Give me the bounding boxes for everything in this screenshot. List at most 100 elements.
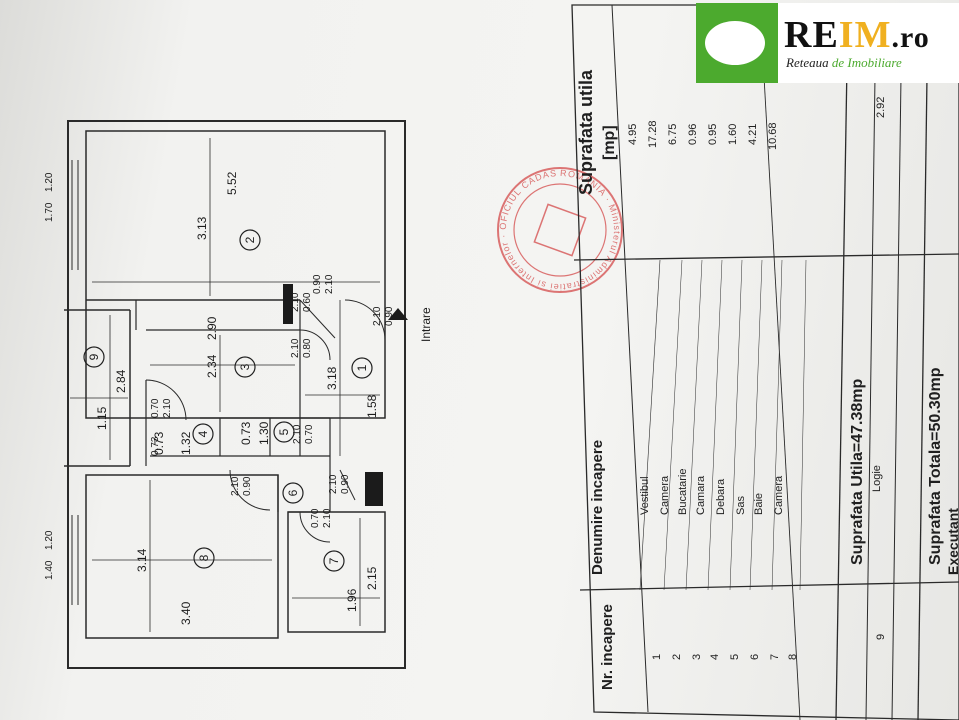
door-3-h: 0.80 (302, 338, 313, 358)
row-5-name: Debara (715, 478, 727, 515)
row-8-nr: 8 (787, 654, 799, 660)
room-8-number: 8 (197, 554, 211, 561)
tagline-part-2: de (831, 55, 848, 70)
official-stamp: ROMANIA · Ministerul Administratiei si I… (0, 0, 623, 293)
row-3-name: Bucatarie (677, 469, 689, 515)
row-2-nr: 2 (671, 654, 683, 660)
door-5-h: 0.70 (304, 424, 315, 444)
room-1-number: 1 (355, 364, 369, 371)
area-table (571, 4, 959, 720)
door-8-h: 2.10 (322, 508, 333, 528)
door-7-h: 0.90 (340, 474, 351, 494)
row-4-name: Camara (695, 475, 707, 515)
dim-r2-d: 3.13 (195, 216, 209, 240)
header-area: Suprafata utila (576, 69, 596, 195)
header-unit: [mp] (601, 125, 618, 160)
dim-r3-d: 2.34 (205, 354, 219, 378)
outer-wall (67, 120, 406, 669)
room-3-number: 3 (238, 363, 252, 370)
row-8-area: 10.68 (767, 122, 779, 150)
room-7-number: 7 (327, 557, 341, 564)
stamp-ring-text: ROMANIA · Ministerul Administratiei si I… (0, 0, 621, 292)
room-4-number: 4 (196, 430, 210, 437)
shaft-block (365, 472, 383, 506)
door-8-w: 0.70 (310, 508, 321, 528)
door-10-h: 0.60 (302, 292, 313, 312)
row-5-area: 0.95 (707, 124, 719, 145)
logo-im: IM (838, 14, 892, 56)
door-10-w: 2.10 (290, 292, 301, 312)
door-4-h: 2.10 (162, 398, 173, 418)
dim-r7-w: 2.15 (365, 566, 379, 590)
entrance-arrow-icon (388, 308, 408, 320)
door-1-w: 0.90 (312, 274, 323, 294)
door-5-w: 2.10 (292, 424, 303, 444)
reim-logo: REIM.ro Reteaua de Imobiliare (696, 3, 959, 83)
dim-r5-d: 0.73 (239, 421, 253, 445)
header-name: Denumire incapere (589, 440, 606, 575)
loggia-nr: 9 (875, 634, 887, 640)
door-2-h: 0.90 (384, 306, 395, 326)
tagline-part-1: Reteaua (786, 55, 832, 70)
row-5-nr: 5 (729, 654, 741, 660)
row-2-area: 17.28 (647, 120, 659, 148)
row-7-nr: 7 (769, 654, 781, 660)
dim-r2-w: 5.52 (225, 171, 239, 195)
grand-total: Suprafata Totala=50.30mp (927, 367, 944, 565)
row-1-nr: 1 (651, 654, 663, 660)
row-6-nr: 6 (749, 654, 761, 660)
win1-bottom: 1.20 (44, 172, 55, 192)
door-3-w: 2.10 (290, 338, 301, 358)
dim-r3-w: 2.90 (205, 316, 219, 340)
door-9-w: 0.73 (150, 436, 161, 456)
row-3-area: 6.75 (667, 124, 679, 145)
dim-r5-w: 1.30 (257, 421, 271, 445)
useful-total: Suprafata Utila=47.38mp (849, 378, 866, 565)
room-2-number: 2 (243, 236, 257, 243)
win2-bottom: 1.20 (44, 530, 55, 550)
dim-r4-w: 1.32 (179, 431, 193, 455)
header-nr: Nr. incapere (599, 604, 616, 690)
door-2-w: 2.10 (372, 306, 383, 326)
win1-top: 1.70 (44, 202, 55, 222)
row-7-area: 4.21 (747, 124, 759, 145)
row-6-area: 1.60 (727, 124, 739, 145)
entrance-label: Intrare (419, 307, 433, 342)
inner-wall-room7 (287, 511, 386, 633)
loggia-area: 2.92 (875, 97, 887, 118)
row-6-name: Sas (735, 496, 747, 515)
logo-tld: .ro (891, 21, 930, 54)
dim-r4-d: 0.73 (152, 431, 166, 455)
logo-re: RE (784, 14, 839, 56)
door-7-w: 2.10 (328, 474, 339, 494)
room-9-number: 9 (87, 353, 101, 360)
inner-wall-room8 (85, 474, 279, 639)
loggia-name: Logie (871, 465, 883, 492)
logo-wordmark: REIM.ro (784, 13, 930, 57)
door-6-w: 2.10 (230, 476, 241, 496)
dim-r8-d: 3.14 (135, 548, 149, 572)
row-2-name: Camera (659, 475, 671, 515)
logo-mark-icon (696, 3, 778, 83)
chimney-block (283, 284, 293, 324)
dim-r9-w: 2.84 (114, 369, 128, 393)
row-7-name: Baie (753, 493, 765, 515)
row-1-area: 4.95 (627, 124, 639, 145)
room-6-number: 6 (286, 489, 300, 496)
dim-r7-d: 1.96 (345, 588, 359, 612)
logo-tagline: Reteaua de Imobiliare (786, 55, 902, 71)
row-1-name: Vestibul (639, 476, 651, 515)
dim-r8-w: 3.40 (179, 601, 193, 625)
room-5-number: 5 (277, 428, 291, 435)
svg-text:ROMANIA · Ministerul Administr: ROMANIA · Ministerul Administratiei si I… (0, 0, 622, 292)
dim-r9-d: 1.15 (95, 406, 109, 430)
door-1-h: 2.10 (324, 274, 335, 294)
row-4-area: 0.96 (687, 124, 699, 145)
dim-r1-d: 1.58 (365, 394, 379, 418)
row-4-nr: 4 (709, 654, 721, 660)
door-6-h: 0.90 (242, 476, 253, 496)
dim-r1-w: 3.18 (325, 366, 339, 390)
door-4-w: 0.70 (150, 398, 161, 418)
tagline-part-3: Imobiliare (847, 55, 902, 70)
